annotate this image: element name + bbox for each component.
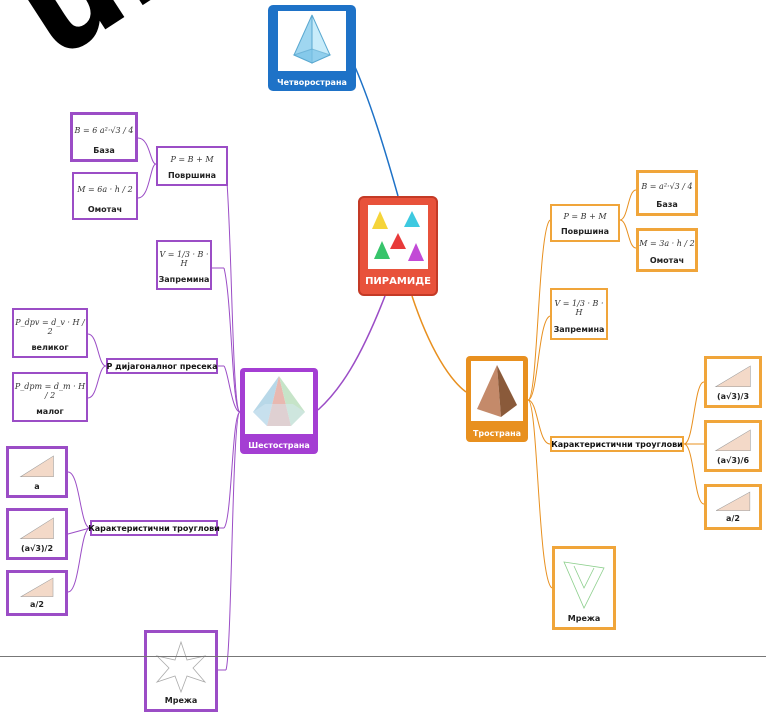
formula: V = 1/3 · B · H [554,298,604,317]
volume-label: Запремина [553,325,605,334]
small-label: малог [36,407,64,416]
triangle-caption: (a√3)/6 [716,456,750,465]
hex-base-node[interactable]: B = 6 a²·√3 / 4 База [70,112,138,162]
formula: P_dpv = d_v · H / 2 [15,317,85,336]
hex-pyramid-image [245,372,313,434]
triangle-caption: a/2 [726,514,740,523]
formula: P_dpm = d_m · H / 2 [14,381,86,400]
net-icon [563,561,605,609]
pyramid-image [278,11,346,71]
hex-diagonal-big-node[interactable]: P_dpv = d_v · H / 2 великог [12,308,88,358]
hex-diagonal-label[interactable]: Р дијагоналног пресека [106,358,218,374]
pyramids-icon [368,205,428,269]
central-title: ПИРАМИДЕ [365,276,431,287]
node-four-sided[interactable]: Четворострана [268,5,356,91]
node-title: Тространа [472,429,522,438]
hex-volume-node[interactable]: V = 1/3 · B · H Запремина [156,240,212,290]
formula: P = B + M [170,155,214,164]
big-label: великог [31,343,69,352]
tri-lateral-node[interactable]: M = 3a · h / 2 Омотач [636,228,698,272]
net-label: Мрежа [164,696,198,705]
hex-triangle-3[interactable]: a/2 [6,570,68,616]
tri-surface-node[interactable]: P = B + M Површина [550,204,620,242]
net-icon [155,640,207,694]
formula: M = 6a · h / 2 [77,185,133,194]
hex-triangle-2[interactable]: (a√3)/2 [6,508,68,560]
node-triangular[interactable]: Тространа [466,356,528,442]
page-divider [0,656,766,657]
surface-label: Површина [560,227,609,236]
tri-triangle-2[interactable]: (a√3)/6 [704,420,762,472]
base-label: База [656,200,678,209]
volume-label: Запремина [158,275,210,284]
formula: B = 6 a²·√3 / 4 [74,126,134,135]
hex-triangle-1[interactable]: a [6,446,68,498]
central-topic[interactable]: ПИРАМИДЕ [358,196,438,296]
hex-net-node[interactable]: Мрежа [144,630,218,712]
tri-pyramid-image [471,361,523,421]
tri-base-node[interactable]: B = a²·√3 / 4 База [636,170,698,216]
lateral-label: Омотач [87,205,123,214]
triangle-caption: a/2 [30,600,44,609]
base-label: База [93,146,115,155]
node-hexagonal[interactable]: Шестострана [240,368,318,454]
formula: V = 1/3 · B · H [159,249,209,268]
lateral-label: Омотач [649,256,685,265]
node-title: Четворострана [277,78,347,87]
node-title: Шестострана [248,441,310,450]
tri-triangle-3[interactable]: a/2 [704,484,762,530]
tri-triangles-label[interactable]: Карактеристични троуглови [550,436,684,452]
tri-triangle-1[interactable]: (a√3)/3 [704,356,762,408]
surface-label: Површина [167,171,216,180]
triangle-caption: a [34,482,40,491]
tri-net-node[interactable]: Мрежа [552,546,616,630]
formula: P = B + M [563,212,607,221]
net-label: Мрежа [567,614,601,623]
formula: M = 3a · h / 2 [639,239,695,248]
hex-surface-node[interactable]: P = B + M Површина [156,146,228,186]
formula: B = a²·√3 / 4 [641,182,693,191]
hex-diagonal-small-node[interactable]: P_dpm = d_m · H / 2 малог [12,372,88,422]
hex-triangles-label[interactable]: Карактеристични троуглови [88,520,220,536]
triangle-caption: (a√3)/2 [20,544,54,553]
hex-lateral-node[interactable]: M = 6a · h / 2 Омотач [72,172,138,220]
tri-volume-node[interactable]: V = 1/3 · B · H Запремина [550,288,608,340]
triangle-caption: (a√3)/3 [716,392,750,401]
